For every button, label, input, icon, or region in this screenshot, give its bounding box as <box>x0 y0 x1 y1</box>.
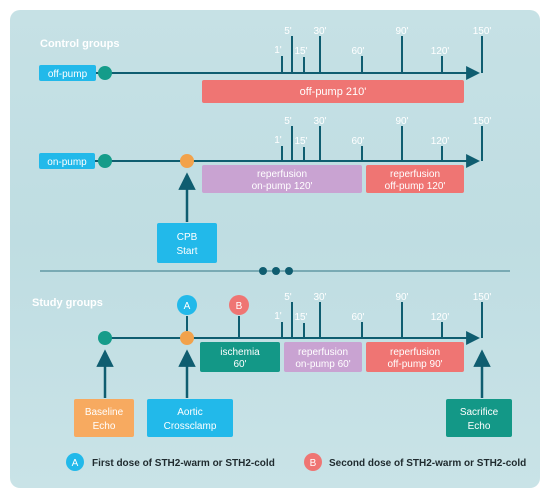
study-reperfusion-off-pump-bar <box>366 342 464 372</box>
tick-label: 120' <box>431 312 450 323</box>
tick-label: 30' <box>313 26 326 37</box>
tick-label: 1' <box>274 45 282 56</box>
reperfusion-on-pump-line2: on-pump 120' <box>252 181 313 192</box>
off-pump-tick-labels: 1' 5' 15' 30' 60' 90' 120' 150' <box>274 26 491 57</box>
tick-label: 15' <box>294 312 307 323</box>
study-tick-labels: 1' 5' 15' 30' 60' 90' 120' 150' <box>274 292 491 323</box>
study-reperfusion-on-pump-line1: reperfusion <box>298 347 348 358</box>
tick-label: 60' <box>351 46 364 57</box>
on-pump-ticks <box>281 126 483 161</box>
tick-label: 30' <box>313 292 326 303</box>
marker-a-letter: A <box>184 301 191 312</box>
tick-label: 5' <box>284 116 292 127</box>
aortic-crossclamp-line2: Crossclamp <box>164 421 217 432</box>
study-start-dot <box>98 331 112 345</box>
legend: A First dose of STH2-warm or STH2-cold B… <box>66 453 526 471</box>
baseline-echo-line1: Baseline <box>85 407 124 418</box>
tick-label: 90' <box>395 116 408 127</box>
legend-a-circle <box>66 453 84 471</box>
baseline-echo-box <box>74 399 134 437</box>
legend-a-letter: A <box>72 458 79 469</box>
tick-label: 5' <box>284 292 292 303</box>
sacrifice-echo-line1: Sacrifice <box>460 407 499 418</box>
marker-b-letter: B <box>236 301 243 312</box>
tick-label: 30' <box>313 116 326 127</box>
on-pump-label-box <box>39 153 95 169</box>
on-pump-label: on-pump <box>47 157 87 168</box>
reperfusion-off-pump-line1: reperfusion <box>390 169 440 180</box>
sacrifice-echo-line2: Echo <box>468 421 491 432</box>
separator-dot <box>285 267 293 275</box>
ischemia-line1: ischemia <box>220 347 260 358</box>
marker-b-circle <box>229 295 249 315</box>
tick-label: 60' <box>351 136 364 147</box>
off-pump-start-dot <box>98 66 112 80</box>
tick-label: 90' <box>395 26 408 37</box>
legend-b-letter: B <box>310 458 317 469</box>
study-row: A B 1' 5' 15' 30' 60' 90' <box>74 292 512 437</box>
on-pump-tick-labels: 1' 5' 15' 30' 60' 90' 120' 150' <box>274 116 491 147</box>
aortic-crossclamp-box <box>147 399 233 437</box>
separator-dot <box>259 267 267 275</box>
on-pump-start-dot <box>98 154 112 168</box>
reperfusion-on-pump-bar <box>202 165 362 193</box>
study-reperfusion-on-pump-line2: on-pump 60' <box>295 359 350 370</box>
reperfusion-on-pump-line1: reperfusion <box>257 169 307 180</box>
sacrifice-echo-box <box>446 399 512 437</box>
cpb-start-line2: Start <box>176 246 197 257</box>
baseline-echo-line2: Echo <box>93 421 116 432</box>
legend-b-circle <box>304 453 322 471</box>
cpb-start-line1: CPB <box>177 232 198 243</box>
off-pump-ticks <box>281 36 483 73</box>
on-pump-row: on-pump 1' 5' 15' 30' 60' 90' <box>39 116 491 263</box>
off-pump-label: off-pump <box>48 69 88 80</box>
off-pump-row: off-pump 1' 5' 15' 30' 60' 90' <box>39 26 491 103</box>
tick-label: 90' <box>395 292 408 303</box>
crossclamp-dot <box>180 331 194 345</box>
ischemia-line2: 60' <box>233 359 246 370</box>
study-reperfusion-off-pump-line2: off-pump 90' <box>387 359 442 370</box>
tick-label: 15' <box>294 136 307 147</box>
study-ticks <box>281 302 483 338</box>
legend-b-text: Second dose of STH2-warm or STH2-cold <box>329 458 526 469</box>
tick-label: 5' <box>284 26 292 37</box>
section-separator <box>40 267 510 275</box>
cpb-start-box <box>157 223 217 263</box>
cpb-start-dot <box>180 154 194 168</box>
tick-label: 15' <box>294 46 307 57</box>
tick-label: 150' <box>473 26 492 37</box>
study-reperfusion-off-pump-line1: reperfusion <box>390 347 440 358</box>
separator-dot <box>272 267 280 275</box>
reperfusion-off-pump-bar <box>366 165 464 193</box>
control-groups-title: Control groups <box>40 38 119 50</box>
tick-label: 120' <box>431 136 450 147</box>
tick-label: 60' <box>351 312 364 323</box>
tick-label: 150' <box>473 116 492 127</box>
reperfusion-off-pump-line2: off-pump 120' <box>385 181 446 192</box>
ischemia-bar <box>200 342 280 372</box>
off-pump-duration-bar <box>202 80 464 103</box>
aortic-crossclamp-line1: Aortic <box>177 407 203 418</box>
off-pump-label-box <box>39 65 96 81</box>
legend-a-text: First dose of STH2-warm or STH2-cold <box>92 458 275 469</box>
tick-label: 1' <box>274 135 282 146</box>
study-reperfusion-on-pump-bar <box>284 342 362 372</box>
study-groups-title: Study groups <box>32 297 103 309</box>
marker-a-circle <box>177 295 197 315</box>
tick-label: 150' <box>473 292 492 303</box>
tick-label: 1' <box>274 311 282 322</box>
off-pump-duration-text: off-pump 210' <box>300 86 367 98</box>
tick-label: 120' <box>431 46 450 57</box>
